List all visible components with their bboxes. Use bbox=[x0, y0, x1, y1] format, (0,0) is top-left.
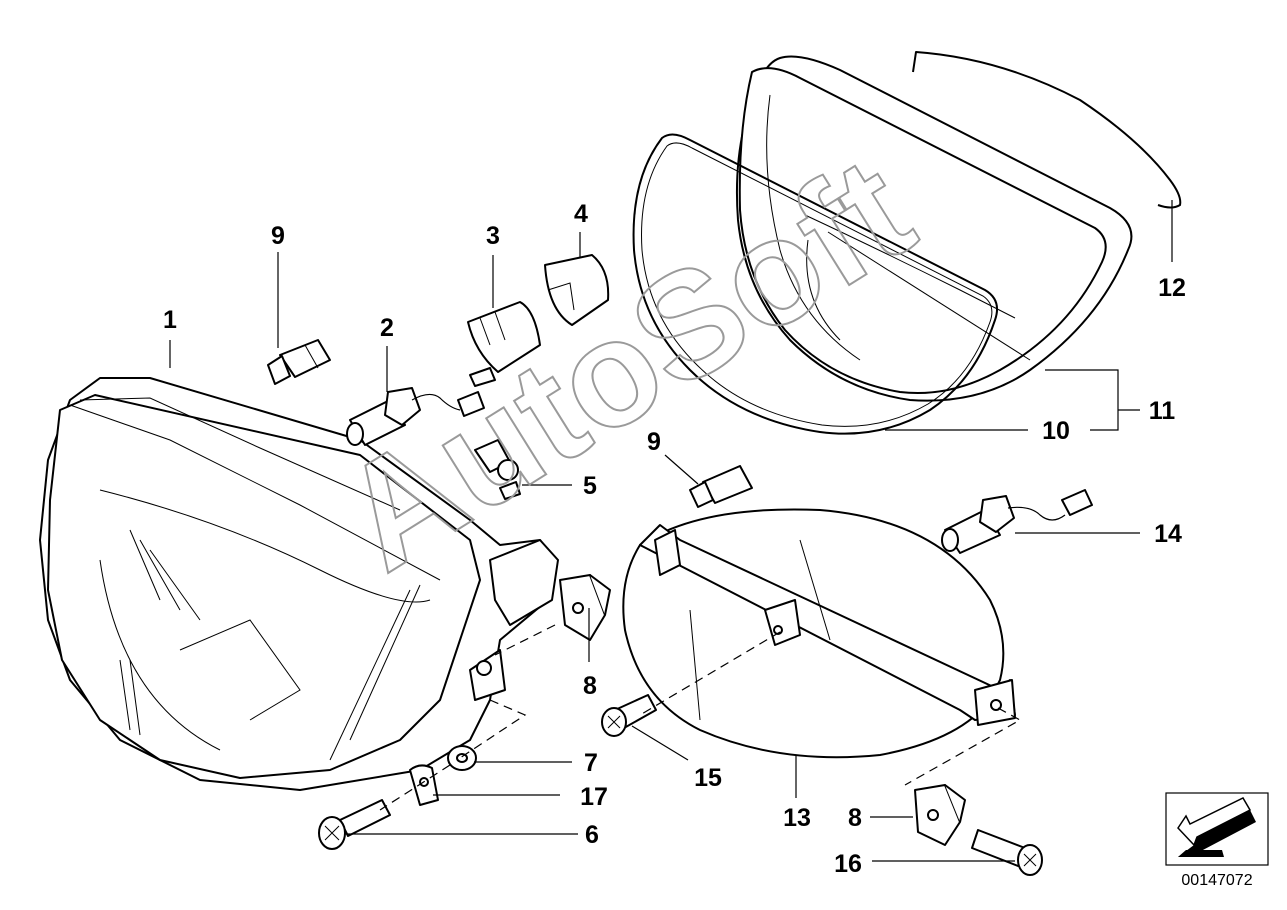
callout-13: 13 bbox=[783, 804, 811, 832]
headlight-bulb-part bbox=[346, 387, 485, 446]
reflector-unit-part bbox=[622, 508, 1016, 759]
bulb-holder-part bbox=[474, 439, 521, 500]
callout-3: 3 bbox=[486, 222, 500, 250]
callout-16: 16 bbox=[834, 850, 862, 878]
callout-4: 4 bbox=[574, 200, 588, 228]
callout-8a: 8 bbox=[583, 672, 597, 700]
reference-number: 00147072 bbox=[1181, 872, 1252, 889]
callout-14: 14 bbox=[1154, 520, 1182, 548]
callout-9b: 9 bbox=[647, 428, 661, 456]
callout-labels: 1 2 3 4 5 6 7 8 8 9 9 10 11 12 13 14 15 … bbox=[163, 200, 1186, 878]
callout-5: 5 bbox=[583, 472, 597, 500]
socket-sleeve-part bbox=[467, 301, 541, 387]
bracket-part-lower bbox=[914, 784, 966, 846]
screw-part-6 bbox=[318, 799, 391, 850]
lens-cover-part bbox=[735, 55, 1133, 402]
callout-6: 6 bbox=[585, 821, 599, 849]
arrow-down-left-icon[interactable] bbox=[1165, 792, 1269, 866]
bracket-part-upper bbox=[559, 574, 611, 641]
auxiliary-bulb-part bbox=[941, 489, 1093, 554]
callout-15: 15 bbox=[694, 764, 722, 792]
callout-2: 2 bbox=[380, 314, 394, 342]
headlight-housing-part bbox=[39, 377, 559, 791]
assembly-lines bbox=[379, 624, 1022, 811]
rubber-cap-part bbox=[544, 254, 610, 326]
callout-11: 11 bbox=[1149, 397, 1176, 425]
callout-7: 7 bbox=[584, 749, 598, 777]
washer-part bbox=[447, 745, 477, 771]
screw-part-15 bbox=[601, 694, 657, 737]
callout-1: 1 bbox=[163, 306, 177, 334]
parking-bulb-part-top bbox=[267, 339, 331, 385]
callout-9a: 9 bbox=[271, 222, 285, 250]
callout-10: 10 bbox=[1042, 417, 1070, 445]
wire-clip-part bbox=[912, 51, 1182, 209]
callout-8b: 8 bbox=[848, 804, 862, 832]
spacer-clip-part bbox=[409, 764, 439, 806]
callout-17: 17 bbox=[580, 783, 608, 811]
screw-part-16 bbox=[971, 829, 1043, 876]
gasket-part bbox=[632, 133, 998, 435]
leader-lines bbox=[169, 200, 1173, 862]
callout-12: 12 bbox=[1158, 274, 1186, 302]
parking-bulb-part-middle bbox=[689, 465, 753, 508]
